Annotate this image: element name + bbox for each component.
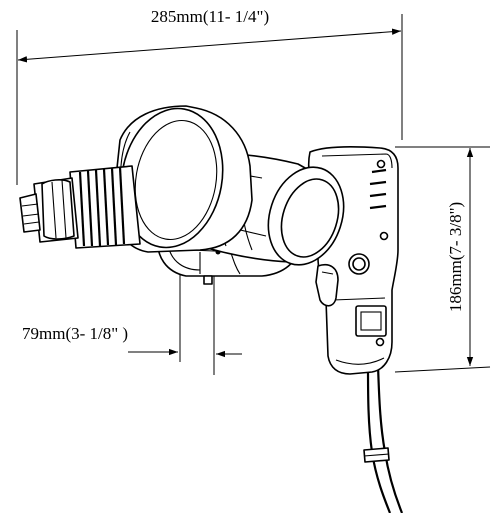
height-label: 186mm(7- 3/8") [446, 202, 465, 312]
rating-plate [355, 305, 387, 337]
height-extension-bottom [394, 366, 491, 373]
lock-button [348, 253, 370, 275]
guard-disc [113, 105, 253, 253]
length-label: 285mm(11- 1/4") [151, 7, 269, 26]
length-dimension: 285mm(11- 1/4") [16, 7, 403, 185]
power-cord [363, 364, 404, 513]
length-dimension-line [17, 28, 402, 63]
trigger [315, 264, 339, 307]
offset-label: 79mm(3- 1/8" ) [22, 324, 128, 343]
height-dimension: 186mm(7- 3/8") [394, 146, 491, 373]
chuck-assembly [19, 165, 141, 249]
